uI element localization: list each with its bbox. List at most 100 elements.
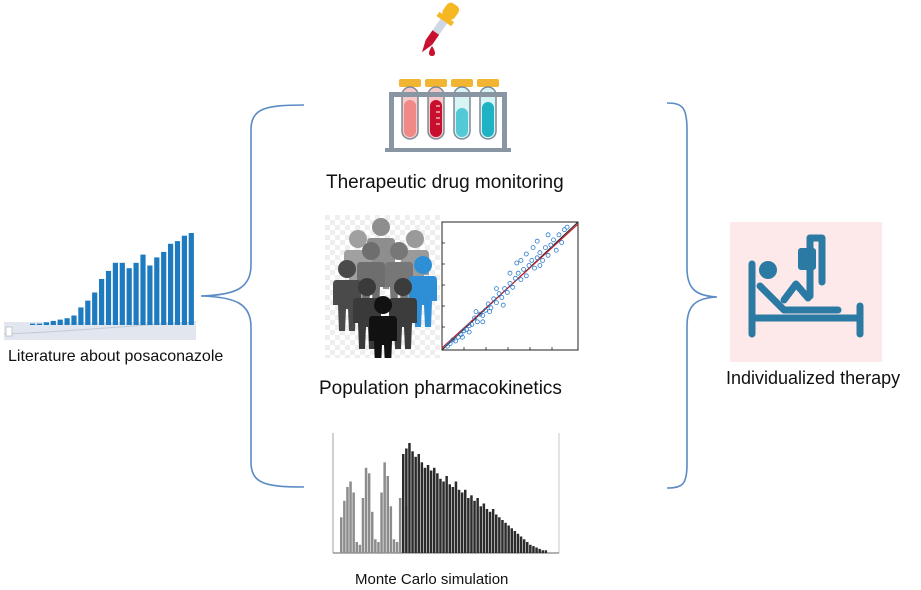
scatter-point <box>504 290 510 295</box>
population-group-icon <box>325 215 440 358</box>
histogram-bar <box>454 481 458 553</box>
histogram-bar <box>473 500 476 554</box>
histogram-bar <box>389 506 393 554</box>
literature-bar <box>168 243 174 325</box>
monte-carlo-histogram <box>332 433 560 554</box>
scatter-point <box>529 258 535 263</box>
scatter-point <box>444 343 450 349</box>
scatter-point <box>469 322 475 327</box>
scatter-point <box>473 309 479 314</box>
histogram-bar <box>451 487 455 553</box>
histogram-bar <box>377 542 380 553</box>
scatter-point <box>458 332 464 337</box>
scatter-point <box>466 329 472 335</box>
scatter-point <box>551 237 556 243</box>
scatter-point <box>485 301 491 307</box>
histogram-bar <box>476 498 479 553</box>
scatter-point <box>513 275 518 281</box>
histogram-bar <box>426 465 430 553</box>
scatter-point <box>502 286 507 291</box>
literature-label: Literature about posaconazole <box>8 348 224 365</box>
histogram-bar <box>464 489 467 553</box>
scatter-point <box>548 242 554 248</box>
scatter-point <box>499 295 505 300</box>
histogram-bar <box>383 462 386 554</box>
literature-bar <box>36 323 43 325</box>
scatter-point <box>477 311 483 317</box>
scatter-point <box>459 334 465 340</box>
scatter-point <box>545 232 551 238</box>
histogram-bar <box>488 511 492 554</box>
histogram-bar <box>355 542 358 553</box>
scatter-point <box>540 258 545 263</box>
histogram-bar <box>364 467 368 554</box>
scatter-point <box>500 302 506 308</box>
scatter-point <box>480 319 486 325</box>
scatter-point <box>521 267 526 272</box>
scatter-point <box>494 286 499 291</box>
histogram-bar <box>491 509 495 553</box>
histogram-bar <box>398 498 402 553</box>
histogram-bar <box>522 539 526 554</box>
scatter-point <box>556 232 562 238</box>
literature-bar <box>147 265 153 325</box>
literature-bar <box>154 257 160 325</box>
scatter-point <box>464 327 469 332</box>
histogram-bar <box>392 539 396 554</box>
histogram-bar <box>417 454 420 553</box>
histogram-bar <box>513 531 517 553</box>
scatter-point <box>534 238 540 244</box>
literature-bar <box>78 307 84 325</box>
scatter-point <box>483 307 488 313</box>
histogram-bar <box>541 550 544 554</box>
scatter-point <box>491 296 497 302</box>
scatter-point <box>537 263 543 268</box>
histogram-bar <box>429 470 433 553</box>
histogram-bar <box>349 481 352 553</box>
histogram-bar <box>507 525 510 553</box>
histogram-bar <box>495 514 498 553</box>
scatter-point <box>518 258 524 263</box>
scatter-point <box>496 291 502 297</box>
literature-bar <box>112 262 118 325</box>
literature-bar <box>174 241 181 325</box>
histogram-bar <box>467 498 470 553</box>
scatter-point <box>534 255 540 261</box>
scatter-point <box>532 265 537 271</box>
histogram-bar <box>380 492 383 553</box>
test-tube-rack-icon <box>385 2 511 152</box>
scatter-point <box>494 300 499 305</box>
literature-bar <box>119 262 125 325</box>
histogram-bar <box>504 522 507 554</box>
literature-bar <box>126 268 132 325</box>
slider-handle <box>5 326 13 337</box>
tdm-label: Therapeutic drug monitoring <box>326 172 564 193</box>
popk-label: Population pharmacokinetics <box>319 378 562 399</box>
histogram-bar <box>448 484 451 554</box>
timeline-strip <box>4 322 196 340</box>
histogram-bar <box>519 536 523 553</box>
histogram-bar <box>361 498 365 553</box>
histogram-bar <box>442 481 445 553</box>
scatter-point <box>475 319 480 325</box>
histogram-bar <box>343 500 346 554</box>
scatter-point <box>553 247 559 253</box>
histogram-bar <box>408 443 411 553</box>
scatter-point <box>559 240 565 245</box>
literature-bar <box>50 320 56 325</box>
literature-bar <box>64 318 70 325</box>
histogram-bar <box>535 547 538 553</box>
histogram-bar <box>439 478 442 554</box>
histogram-bar <box>411 451 414 554</box>
literature-bar <box>85 300 91 325</box>
literature-bar <box>105 270 112 325</box>
scatter-point <box>461 328 467 334</box>
scatter-point <box>530 245 536 251</box>
literature-bar <box>92 292 98 325</box>
histogram-bar <box>445 476 448 553</box>
scatter-point <box>515 270 521 276</box>
scatter-point <box>466 323 472 329</box>
scatter-point <box>507 281 513 286</box>
histogram-bar <box>498 517 501 554</box>
scatter-point <box>518 277 524 282</box>
